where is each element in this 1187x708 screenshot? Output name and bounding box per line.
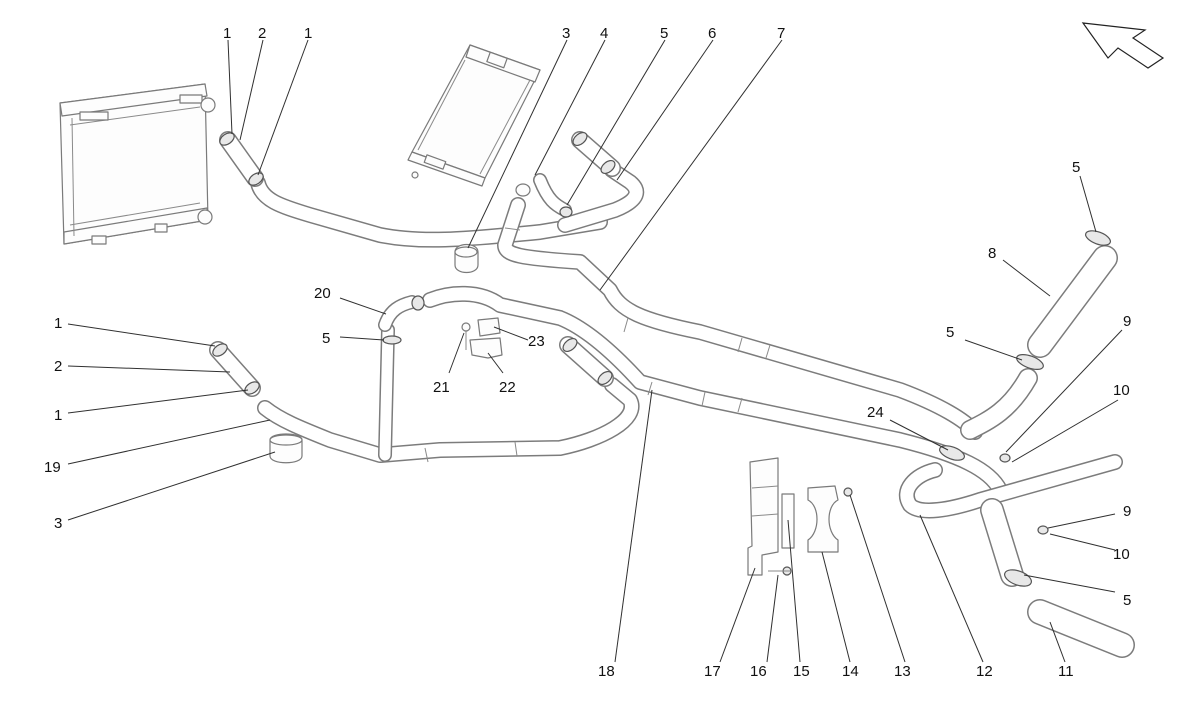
callout-7: 7 [777, 25, 785, 42]
callout-5: 5 [946, 324, 954, 341]
bracket-assembly-upper [461, 317, 503, 359]
callout-1: 1 [304, 25, 312, 42]
callout-24: 24 [867, 404, 884, 421]
callout-labels: 1 2 1 3 4 5 6 7 5 8 9 5 10 24 9 10 5 20 … [44, 25, 1131, 680]
callout-5: 5 [1072, 159, 1080, 176]
orientation-arrow-icon [1081, 22, 1165, 69]
callout-23: 23 [528, 333, 545, 350]
callout-6: 6 [708, 25, 716, 42]
callout-22: 22 [499, 379, 516, 396]
intercooler-upper [407, 44, 541, 187]
callout-15: 15 [793, 663, 810, 680]
callout-1: 1 [54, 315, 62, 332]
callout-21: 21 [433, 379, 450, 396]
radiator-left [59, 83, 216, 245]
callout-2: 2 [54, 358, 62, 375]
callout-20: 20 [314, 285, 331, 302]
callout-10: 10 [1113, 382, 1130, 399]
callout-9: 9 [1123, 503, 1131, 520]
bracket-assembly-lower [747, 457, 839, 576]
callout-18: 18 [598, 663, 615, 680]
callout-4: 4 [600, 25, 608, 42]
callout-5: 5 [1123, 592, 1131, 609]
hose-clamps [212, 131, 1111, 587]
callout-1: 1 [54, 407, 62, 424]
callout-19: 19 [44, 459, 61, 476]
callout-3: 3 [54, 515, 62, 532]
callout-8: 8 [988, 245, 996, 262]
grommets [269, 183, 531, 464]
callout-5: 5 [660, 25, 668, 42]
callout-13: 13 [894, 663, 911, 680]
callout-17: 17 [704, 663, 721, 680]
pipe-segment-marks [424, 227, 771, 463]
callout-14: 14 [842, 663, 859, 680]
callout-10: 10 [1113, 546, 1130, 563]
pipe-assemblies [209, 131, 1135, 658]
callout-16: 16 [750, 663, 767, 680]
callout-1: 1 [223, 25, 231, 42]
leader-lines [67, 39, 1123, 663]
callout-12: 12 [976, 663, 993, 680]
callout-3: 3 [562, 25, 570, 42]
callout-2: 2 [258, 25, 266, 42]
callout-5: 5 [322, 330, 330, 347]
callout-9: 9 [1123, 313, 1131, 330]
callout-11: 11 [1058, 663, 1074, 680]
